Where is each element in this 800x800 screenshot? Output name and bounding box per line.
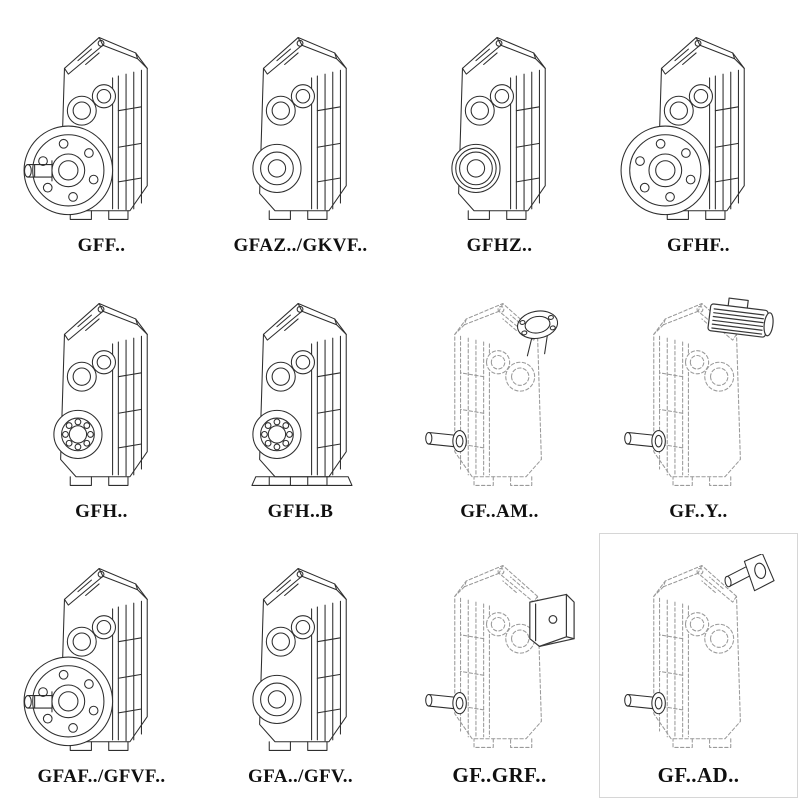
model-label: GFHZ.. bbox=[466, 235, 533, 257]
foot-mounted-gearbox-baseplate-drawing bbox=[250, 302, 353, 486]
foot-mounted-gearbox-drawing bbox=[52, 302, 148, 486]
gearbox-cell-gfhb: GFH..B bbox=[201, 267, 400, 532]
hollow-shaft-gearbox-drawing bbox=[251, 37, 347, 221]
output-shaft bbox=[424, 692, 467, 715]
model-label: GFA../GFV.. bbox=[247, 766, 354, 787]
gearbox-cell-gf-am: GF..AM.. bbox=[400, 267, 599, 532]
gearbox-cell-gf-grf: GF..GRF.. bbox=[400, 533, 599, 798]
gearbox-with-mounted-motor-drawing bbox=[623, 295, 776, 486]
gearbox-cell-gfa-gfv: GFA../GFV.. bbox=[201, 533, 400, 798]
model-label: GFHF.. bbox=[667, 235, 730, 257]
gearbox-cell-gfhz: GFHZ.. bbox=[400, 2, 599, 267]
flange-hollow-gearbox-drawing bbox=[620, 37, 745, 221]
gearbox-with-adapter-block-drawing bbox=[424, 565, 575, 748]
phantom-gearbox-outline bbox=[453, 565, 542, 748]
gearbox-with-input-shaft-adapter-drawing bbox=[623, 554, 776, 748]
gearbox-cell-gff: GFF.. bbox=[2, 2, 201, 267]
gearbox-cell-gf-ad: GF..AD.. bbox=[599, 533, 798, 798]
phantom-gearbox-outline bbox=[652, 565, 741, 748]
flange-output-gearbox-drawing bbox=[23, 37, 148, 221]
gearbox-cell-gfhf: GFHF.. bbox=[599, 2, 798, 267]
model-label: GFH..B bbox=[267, 500, 334, 522]
gearbox-with-motor-adapter-flange-drawing bbox=[424, 302, 563, 486]
model-label: GF..Y.. bbox=[669, 500, 728, 522]
model-label: GFAF../GFVF.. bbox=[37, 766, 166, 787]
model-label: GFAZ../GKVF.. bbox=[233, 235, 368, 257]
electric-motor bbox=[706, 295, 776, 339]
gearbox-cell-gfaf-gfvf: GFAF../GFVF.. bbox=[2, 533, 201, 798]
bearing-ring-line bbox=[454, 148, 497, 190]
hollow-shaft-gearbox-drawing bbox=[450, 37, 546, 221]
model-label: GFF.. bbox=[77, 235, 126, 257]
model-label: GF..GRF.. bbox=[452, 763, 547, 787]
model-label: GFH.. bbox=[75, 500, 128, 522]
adapter-block bbox=[528, 593, 575, 647]
solid-shaft-gearbox-drawing bbox=[251, 568, 347, 751]
flange-output-gearbox-drawing bbox=[23, 568, 148, 751]
output-shaft bbox=[623, 429, 666, 452]
gearbox-cell-gf-y: GF..Y.. bbox=[599, 267, 798, 532]
gearbox-cell-gfh: GFH.. bbox=[2, 267, 201, 532]
gearbox-cell-gfaz-gkvf: GFAZ../GKVF.. bbox=[201, 2, 400, 267]
model-label: GF..AD.. bbox=[657, 763, 740, 787]
model-label: GF..AM.. bbox=[460, 500, 539, 522]
